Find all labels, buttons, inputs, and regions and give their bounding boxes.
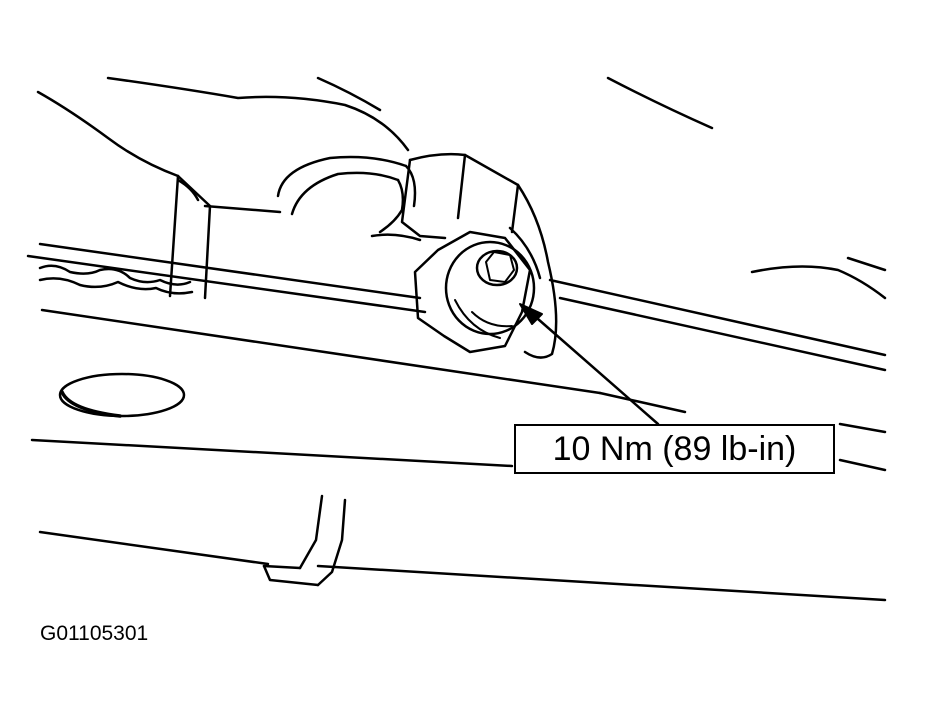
clamp-bracket: [370, 152, 558, 359]
body-panel-lines: [36, 76, 887, 300]
weld-bracket: [38, 174, 282, 300]
retaining-nut: [413, 230, 536, 354]
crossmember: [26, 242, 887, 602]
insulator-strap: [276, 155, 417, 234]
frame-slot: [58, 372, 186, 418]
callout-leader-line: [528, 310, 660, 426]
arrowhead-icon: [519, 303, 543, 325]
torque-callout: 10 Nm (89 lb-in): [514, 424, 835, 474]
figure-id: G01105301: [40, 622, 149, 645]
exhaust-hanger: [262, 494, 347, 587]
